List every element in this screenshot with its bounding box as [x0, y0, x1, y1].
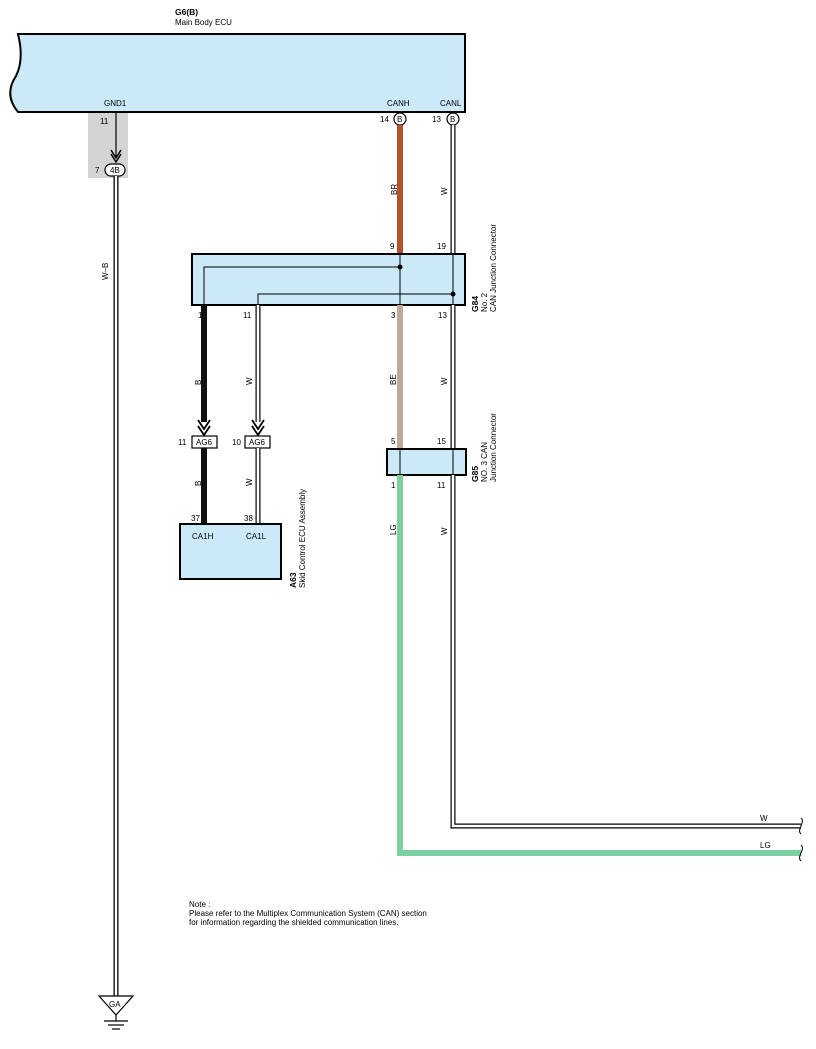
connector-arrow-icon — [110, 153, 122, 164]
pin-number-canl: 13 — [432, 115, 441, 124]
g84-pin-bottom-2: 11 — [243, 311, 252, 320]
diagram-note: Note : Please refer to the Multiplex Com… — [189, 900, 427, 927]
g85-box — [386, 448, 467, 476]
g85-name-line1: NO. 3 CAN — [480, 442, 489, 482]
ag6-code-left: AG6 — [196, 438, 213, 447]
g84-name-line1: No. 2 — [480, 292, 489, 312]
skid-pin-left-label: CA1H — [192, 532, 214, 541]
note-line-2: for information regarding the shielded c… — [189, 918, 398, 927]
g85-code: G85 — [470, 466, 480, 482]
ag6-code-right: AG6 — [249, 438, 266, 447]
wire-label-w-skid-upper: W — [245, 377, 254, 385]
main-ecu-name: Main Body ECU — [175, 18, 232, 27]
skid-control-ecu: 37 38 CA1H CA1L A63 Skid Control ECU Ass… — [179, 489, 307, 588]
wire-label-lg-horizontal: LG — [760, 841, 771, 850]
skid-pin-right-number: 38 — [244, 514, 253, 523]
connector-arrow-icon — [251, 419, 265, 431]
g84-name-line2: CAN Junction Connector — [489, 224, 498, 312]
pin-number-gnd1: 11 — [100, 117, 109, 126]
connector-arrow-icon — [251, 425, 265, 437]
continuation-break-icon — [799, 817, 803, 835]
g85-pin-bottom-right: 11 — [437, 481, 446, 490]
ag6-pin-right: 10 — [232, 438, 241, 447]
g85-name-line2: Junction Connector — [489, 413, 498, 482]
junction-connector-g85: 5 15 1 11 G85 NO. 3 CAN Junction Connect… — [386, 413, 498, 490]
connector-arrow-icon — [197, 419, 211, 431]
g84-internal-canl-branch — [257, 293, 453, 305]
wire-label-w-skid-lower: W — [245, 478, 254, 486]
g84-pin-bottom-4: 13 — [438, 311, 447, 320]
connector-arrow-icon — [197, 425, 211, 437]
wire-label-b-lower: B — [194, 481, 203, 486]
main-ecu-code: G6(B) — [175, 7, 198, 17]
wire-lg — [397, 475, 801, 856]
pin-label-gnd1: GND1 — [104, 99, 127, 108]
wire-label-be: BE — [389, 374, 398, 385]
wire-label-b-upper: B — [194, 380, 203, 385]
ground-connector-pin: 7 — [95, 166, 100, 175]
wire-label-br: BR — [390, 184, 399, 195]
wire-w-out-outer — [450, 475, 801, 829]
wire-label-lg-vertical: LG — [389, 524, 398, 535]
g85-pin-top-left: 5 — [391, 437, 396, 446]
ground-connector-code: 4B — [110, 166, 120, 175]
g84-pin-bottom-3: 3 — [391, 311, 396, 320]
ground-point-label: GA — [109, 1000, 121, 1009]
g84-splice-dot — [397, 264, 403, 270]
g85-pin-bottom-left: 1 — [391, 481, 396, 490]
pin-number-canh: 14 — [380, 115, 389, 124]
skid-ecu-box — [179, 523, 282, 580]
connector-code-canl: B — [450, 115, 455, 124]
wire-label-w-out-horizontal: W — [760, 814, 768, 823]
skid-pin-left-number: 37 — [191, 514, 200, 523]
main-body-ecu: G6(B) Main Body ECU GND1 CANH CANL — [9, 7, 466, 113]
junction-connector-g84: 9 19 1 11 3 13 G84 No. 2 CAN Junction Co… — [191, 224, 498, 320]
g85-pin-top-right: 15 — [437, 437, 446, 446]
wire-label-w-canl: W — [440, 187, 449, 195]
pin-label-canh: CANH — [387, 99, 410, 108]
g84-box — [191, 253, 466, 306]
connector-ag6: 11 AG6 10 AG6 — [178, 435, 271, 449]
note-title: Note : — [189, 900, 210, 909]
skid-ecu-code: A63 — [288, 572, 298, 588]
note-line-1: Please refer to the Multiplex Communicat… — [189, 909, 427, 918]
g84-code: G84 — [470, 296, 480, 312]
wire-label-wb: W–B — [101, 263, 110, 280]
ground-symbol-icon — [97, 995, 135, 1016]
connector-arrow-icon — [110, 149, 122, 160]
main-ecu-can-pins: 14 B 13 B — [380, 112, 460, 126]
ground-circuit: 11 7 4B W–B GA — [88, 113, 135, 1030]
main-ecu-box — [9, 33, 466, 113]
skid-pin-right-label: CA1L — [246, 532, 267, 541]
g84-splice-dot — [450, 291, 456, 297]
pin-label-canl: CANL — [440, 99, 462, 108]
g84-pin-top-right: 19 — [437, 242, 446, 251]
g84-pin-bottom-1: 1 — [198, 311, 203, 320]
connector-code-canh: B — [397, 115, 402, 124]
g84-pin-top-left: 9 — [390, 242, 395, 251]
skid-ecu-name: Skid Control ECU Assembly — [298, 489, 307, 588]
wire-w-out-inner — [451, 475, 801, 828]
g84-internal-canh-branch — [203, 266, 400, 305]
ag6-pin-left: 11 — [178, 438, 187, 447]
wire-label-w-g85: W — [440, 377, 449, 385]
continuation-break-icon — [799, 844, 803, 862]
wire-label-w-out-vertical: W — [440, 527, 449, 535]
